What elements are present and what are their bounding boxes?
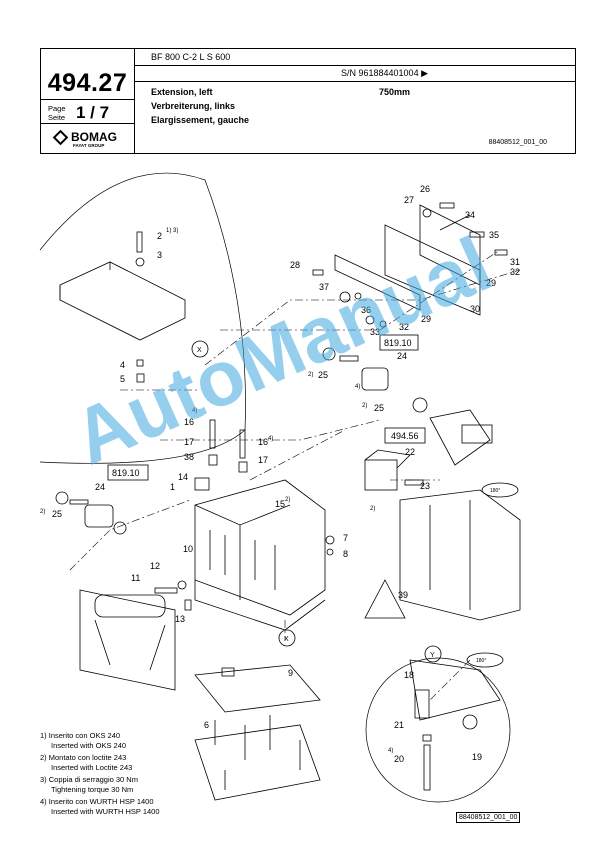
svg-text:4): 4) bbox=[192, 408, 197, 414]
bottom-drawing-ref: 88408512_001_00 bbox=[456, 812, 521, 823]
svg-text:39: 39 bbox=[398, 590, 408, 600]
svg-text:15: 15 bbox=[275, 499, 285, 509]
svg-text:8: 8 bbox=[343, 549, 348, 559]
svg-text:23: 23 bbox=[420, 481, 430, 491]
title-en: Extension, left bbox=[151, 87, 213, 97]
svg-text:1: 1 bbox=[170, 482, 175, 492]
svg-text:30: 30 bbox=[470, 304, 480, 314]
title-fr: Elargissement, gauche bbox=[151, 115, 250, 125]
svg-text:2): 2) bbox=[370, 506, 375, 512]
svg-text:27: 27 bbox=[404, 195, 414, 205]
svg-text:16: 16 bbox=[258, 437, 268, 447]
svg-text:Y: Y bbox=[430, 652, 435, 659]
drawing-ref: 88408512_001_00 bbox=[488, 139, 547, 146]
svg-text:25: 25 bbox=[318, 370, 328, 380]
svg-text:X: X bbox=[284, 636, 289, 643]
page-number: 494.27 bbox=[47, 69, 128, 97]
svg-text:11: 11 bbox=[131, 573, 140, 583]
svg-text:2: 2 bbox=[157, 231, 162, 241]
svg-text:14: 14 bbox=[178, 472, 188, 482]
svg-text:7: 7 bbox=[343, 533, 348, 543]
ref-box-1: 819.10 bbox=[384, 338, 412, 348]
svg-text:20: 20 bbox=[394, 754, 404, 764]
svg-text:21: 21 bbox=[394, 720, 404, 730]
svg-text:2): 2) bbox=[285, 497, 290, 503]
title-de: Verbreiterung, links bbox=[151, 101, 236, 111]
svg-text:33: 33 bbox=[370, 327, 380, 337]
svg-text:22: 22 bbox=[405, 447, 415, 457]
svg-text:13: 13 bbox=[175, 614, 185, 624]
svg-text:17: 17 bbox=[258, 455, 268, 465]
serial-number: S/N 961884401004 ▶ bbox=[341, 68, 428, 78]
svg-text:12: 12 bbox=[150, 561, 160, 571]
svg-text:32: 32 bbox=[399, 322, 409, 332]
svg-text:25: 25 bbox=[52, 509, 62, 519]
model-name: BF 800 C-2 L S 600 bbox=[151, 52, 231, 62]
svg-text:2): 2) bbox=[362, 403, 367, 409]
svg-text:29: 29 bbox=[486, 278, 496, 288]
page-value: 1 / 7 bbox=[76, 103, 110, 122]
svg-text:19: 19 bbox=[472, 752, 482, 762]
svg-text:31: 31 bbox=[510, 257, 520, 267]
svg-text:29: 29 bbox=[421, 314, 431, 324]
svg-text:32: 32 bbox=[510, 267, 520, 277]
svg-text:4): 4) bbox=[268, 436, 273, 442]
svg-text:16: 16 bbox=[184, 417, 194, 427]
svg-text:4: 4 bbox=[120, 360, 125, 370]
callout-notes: 1) 3) 2) 4) 2) 4) 4) 2) 2) 2) 4) bbox=[40, 228, 393, 754]
svg-text:2): 2) bbox=[40, 509, 45, 515]
angle-label-2: 180° bbox=[476, 658, 486, 664]
svg-text:34: 34 bbox=[465, 210, 475, 220]
svg-text:38: 38 bbox=[184, 452, 194, 462]
svg-text:24: 24 bbox=[397, 351, 407, 361]
svg-text:10: 10 bbox=[183, 544, 193, 554]
svg-text:25: 25 bbox=[374, 403, 384, 413]
svg-text:36: 36 bbox=[361, 305, 371, 315]
ref-boxes: 819.10 494.56 819.10 bbox=[112, 338, 419, 478]
svg-text:2): 2) bbox=[308, 372, 313, 378]
svg-text:4): 4) bbox=[388, 748, 393, 754]
svg-text:3: 3 bbox=[157, 250, 162, 260]
svg-text:28: 28 bbox=[290, 260, 300, 270]
svg-text:37: 37 bbox=[319, 282, 329, 292]
svg-text:17: 17 bbox=[184, 437, 194, 447]
bomag-logo: BOMAG FAYAT GROUP bbox=[52, 129, 133, 151]
angle-label-1: 180° bbox=[490, 488, 500, 494]
ref-box-2: 494.56 bbox=[391, 431, 419, 441]
svg-text:26: 26 bbox=[420, 184, 430, 194]
svg-text:5: 5 bbox=[120, 374, 125, 384]
svg-text:18: 18 bbox=[404, 670, 414, 680]
svg-text:X: X bbox=[197, 347, 202, 354]
width-label: 750mm bbox=[379, 87, 411, 97]
svg-text:1) 3): 1) 3) bbox=[166, 228, 178, 234]
ref-box-3: 819.10 bbox=[112, 468, 140, 478]
svg-text:6: 6 bbox=[204, 720, 209, 730]
svg-text:9: 9 bbox=[288, 668, 293, 678]
svg-text:4): 4) bbox=[355, 384, 360, 390]
svg-text:35: 35 bbox=[489, 230, 499, 240]
svg-text:24: 24 bbox=[95, 482, 105, 492]
